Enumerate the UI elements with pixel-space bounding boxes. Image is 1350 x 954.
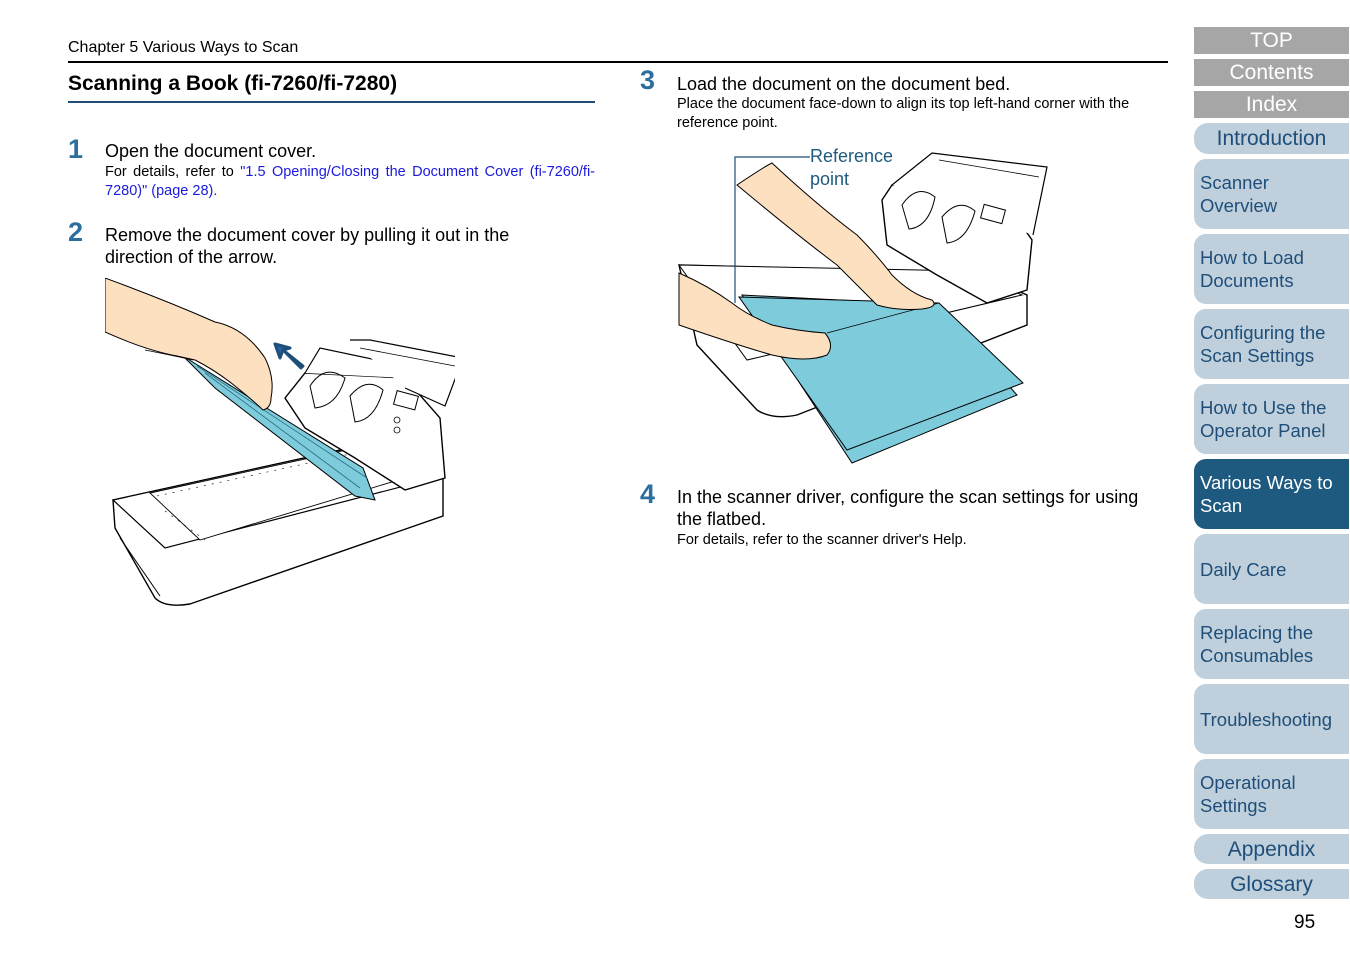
step-4-number: 4: [640, 479, 656, 509]
step-1-detail: For details, refer to "1.5 Opening/Closi…: [105, 163, 595, 201]
nav-appendix[interactable]: Appendix: [1194, 834, 1349, 864]
nav-daily-care[interactable]: Daily Care: [1194, 534, 1349, 604]
step-2-number: 2: [68, 217, 84, 247]
step-1-text: Open the document cover.: [105, 141, 317, 161]
reference-point-callout: Reference point: [810, 145, 893, 191]
callout-line-1: Reference: [810, 146, 894, 166]
nav-introduction[interactable]: Introduction: [1194, 123, 1349, 154]
nav-how-to-load-documents[interactable]: How to Load Documents: [1194, 234, 1349, 304]
section-title: Scanning a Book (fi-7260/fi-7280): [68, 72, 398, 95]
step-1-detail-prefix: For details, refer to: [105, 164, 241, 180]
load-document-illustration: [678, 152, 1048, 464]
nav-scanner-overview[interactable]: Scanner Overview: [1194, 159, 1349, 229]
nav-replacing-consumables[interactable]: Replacing the Consumables: [1194, 609, 1349, 679]
section-title-rule: [68, 101, 595, 103]
chapter-title: Chapter 5 Various Ways to Scan: [68, 39, 299, 56]
callout-line-2: point: [810, 169, 850, 189]
step-4-text: In the scanner driver, configure the sca…: [677, 487, 1139, 529]
step-4-detail: For details, refer to the scanner driver…: [677, 532, 967, 548]
nav-index-button[interactable]: Index: [1194, 91, 1349, 118]
step-1-link[interactable]: "1.5 Opening/Closing the Document Cover …: [105, 164, 595, 199]
step-1-number: 1: [68, 134, 84, 164]
nav-operational-settings[interactable]: Operational Settings: [1194, 759, 1349, 829]
nav-glossary[interactable]: Glossary: [1194, 869, 1349, 899]
nav-top-button[interactable]: TOP: [1194, 27, 1349, 54]
nav-configuring-scan-settings[interactable]: Configuring the Scan Settings: [1194, 309, 1349, 379]
step-3-number: 3: [640, 65, 656, 95]
step-3-text: Load the document on the document bed.: [677, 74, 1011, 94]
header-rule: [68, 61, 1168, 63]
nav-contents-button[interactable]: Contents: [1194, 59, 1349, 86]
load-document-figure: Reference point: [677, 145, 1057, 470]
remove-cover-illustration: [105, 278, 455, 606]
step-3-detail: Place the document face-down to align it…: [677, 96, 1130, 131]
nav-operator-panel[interactable]: How to Use the Operator Panel: [1194, 384, 1349, 454]
step-2-text: Remove the document cover by pulling it …: [105, 225, 510, 267]
nav-various-ways-to-scan[interactable]: Various Ways to Scan: [1194, 459, 1349, 529]
nav-troubleshooting[interactable]: Troubleshooting: [1194, 684, 1349, 754]
page-number: 95: [1294, 912, 1316, 933]
